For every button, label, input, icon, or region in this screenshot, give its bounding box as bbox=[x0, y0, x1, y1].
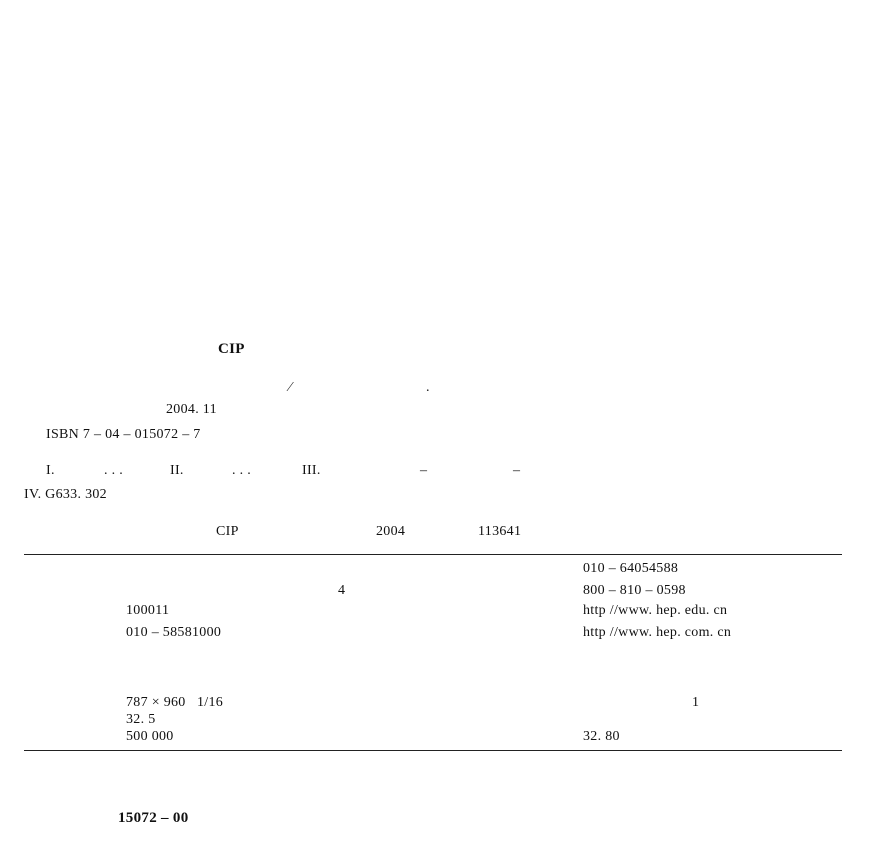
order-phone: 010 – 64054588 bbox=[583, 561, 679, 576]
address-floor: 4 bbox=[338, 583, 346, 598]
switchboard-phone: 010 – 58581000 bbox=[126, 625, 222, 640]
cip-heading: CIP bbox=[218, 341, 245, 357]
publish-date: 2004. 11 bbox=[166, 402, 217, 417]
website-com: http //www. hep. com. cn bbox=[583, 625, 732, 640]
material-number: 15072 – 00 bbox=[118, 810, 189, 826]
postcode: 100011 bbox=[126, 603, 170, 618]
top-rule bbox=[24, 554, 842, 555]
subject-i: I. bbox=[46, 463, 55, 478]
cip-record-year: 2004 bbox=[376, 524, 406, 539]
bottom-rule bbox=[24, 750, 842, 751]
subject-ii: II. bbox=[170, 463, 184, 478]
title-dot: . bbox=[426, 380, 430, 395]
cip-record-number: 113641 bbox=[478, 524, 522, 539]
isbn: ISBN 7 – 04 – 015072 – 7 bbox=[46, 427, 201, 442]
website-edu: http //www. hep. edu. cn bbox=[583, 603, 728, 618]
classification: IV. G633. 302 bbox=[24, 487, 107, 502]
subject-i-dots: . . . bbox=[104, 463, 123, 478]
subject-dash-1: – bbox=[420, 463, 428, 478]
word-count: 500 000 bbox=[126, 729, 174, 744]
free-phone: 800 – 810 – 0598 bbox=[583, 583, 686, 598]
price: 32. 80 bbox=[583, 729, 620, 744]
print-count: 1 bbox=[692, 695, 700, 710]
title-slash: ⁄ bbox=[289, 380, 292, 395]
cip-record-label: CIP bbox=[216, 524, 239, 539]
subject-dash-2: – bbox=[513, 463, 521, 478]
subject-iii: III. bbox=[302, 463, 321, 478]
sheet-count: 32. 5 bbox=[126, 712, 156, 727]
trim-size: 787 × 960 1/16 bbox=[126, 695, 224, 710]
subject-ii-dots: . . . bbox=[232, 463, 251, 478]
